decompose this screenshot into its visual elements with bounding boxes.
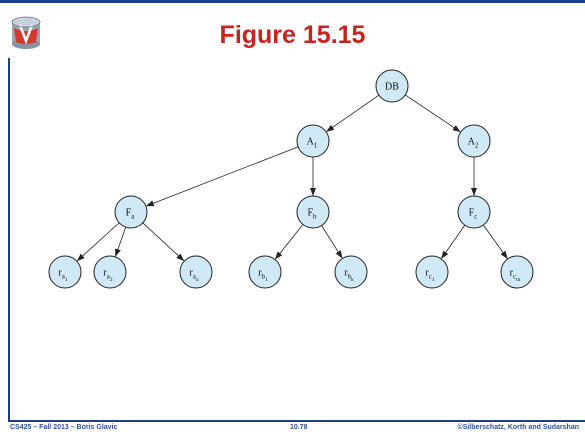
bottom-rule — [8, 420, 585, 422]
tree-node-Fa: Fa — [114, 195, 148, 229]
node-circle — [334, 255, 368, 289]
slide-title: Figure 15.15 — [219, 21, 366, 49]
node-label-subscript: b — [313, 213, 317, 221]
node-label-sub-subscript: m — [516, 277, 521, 283]
node-label-sub-subscript: 1 — [65, 277, 68, 283]
node-label: DB — [385, 82, 399, 93]
tree-node-ra2: ra2 — [93, 255, 127, 289]
edge-A1-to-Fa — [145, 146, 299, 207]
node-label-base: r — [103, 268, 107, 279]
tree-node-rcm: rcm — [500, 255, 534, 289]
node-label-sub-subscript: k — [351, 277, 354, 283]
left-rule — [8, 58, 10, 422]
node-label-subscript: a — [131, 213, 135, 221]
footer-page-number: 10.78 — [290, 424, 308, 431]
tree-node-A1: A1 — [296, 124, 330, 158]
edge-Fa-to-ran — [142, 222, 185, 262]
edge-Fb-to-rb1 — [274, 224, 304, 260]
node-label-subscript: c — [513, 273, 516, 281]
node-circle — [296, 195, 330, 229]
node-label-base: F — [469, 208, 475, 219]
node-label-base: DB — [385, 82, 399, 93]
node-label: rc1 — [425, 268, 434, 284]
node-label-subscript: 1 — [314, 142, 318, 150]
node-label-base: r — [425, 268, 429, 279]
node-label-subscript: a — [62, 273, 66, 281]
tree-node-rc1: rc1 — [415, 255, 449, 289]
tree-node-ra1: ra1 — [48, 255, 82, 289]
edge-Fc-to-rc1 — [441, 224, 466, 259]
node-circle — [500, 255, 534, 289]
node-label-base: r — [344, 268, 348, 279]
node-circle — [375, 69, 409, 103]
node-label-base: F — [307, 208, 313, 219]
node-label-base: r — [58, 268, 62, 279]
edge-Fc-to-rcm — [482, 224, 508, 259]
node-circle — [296, 124, 330, 158]
node-label-subscript: a — [193, 273, 197, 281]
edge-Fa-to-ra2 — [115, 226, 127, 257]
node-label: ran — [189, 268, 198, 284]
node-circle — [415, 255, 449, 289]
node-circle — [457, 195, 491, 229]
node-label: rb1 — [258, 268, 268, 284]
database-logo-icon — [11, 16, 41, 49]
tree-node-A2: A2 — [457, 124, 491, 158]
node-label-base: r — [510, 268, 514, 279]
node-label-subscript: 2 — [475, 142, 479, 150]
node-label-subscript: a — [107, 273, 111, 281]
node-label: rbk — [344, 268, 354, 284]
tree-node-DB: DB — [375, 69, 409, 103]
edge-DB-to-A1 — [326, 94, 380, 132]
node-circle — [179, 255, 213, 289]
node-label-base: A — [307, 137, 315, 148]
node-label-sub-subscript: 1 — [265, 277, 268, 283]
node-label: ra2 — [103, 268, 112, 284]
node-label-sub-subscript: n — [196, 277, 199, 283]
tree-node-rbk: rbk — [334, 255, 368, 289]
edge-Fb-to-rbk — [321, 225, 343, 259]
node-circle — [93, 255, 127, 289]
node-label-subscript: b — [262, 273, 266, 281]
node-label-subscript: c — [474, 213, 477, 221]
node-circle — [248, 255, 282, 289]
edge-DB-to-A2 — [405, 94, 461, 133]
edge-Fa-to-ra1 — [76, 222, 120, 262]
node-circle — [457, 124, 491, 158]
node-label-base: r — [189, 268, 193, 279]
footer-course: CS425 – Fall 2013 – Boris Glavic — [10, 424, 118, 431]
node-label: A2 — [468, 137, 479, 150]
node-label-base: A — [468, 137, 476, 148]
node-label: Fa — [126, 208, 136, 221]
node-label: A1 — [307, 137, 318, 150]
node-circle — [114, 195, 148, 229]
footer-copyright: ©Silberschatz, Korth and Sudarshan — [457, 424, 579, 431]
tree-node-ran: ran — [179, 255, 213, 289]
node-label-sub-subscript: 1 — [432, 277, 435, 283]
tree-node-Fc: Fc — [457, 195, 491, 229]
node-label: Fb — [307, 208, 317, 221]
top-rule — [0, 0, 585, 3]
node-label-sub-subscript: 2 — [110, 277, 113, 283]
node-circle — [48, 255, 82, 289]
node-label: rcm — [510, 268, 521, 284]
node-label: Fc — [469, 208, 478, 221]
node-label-base: r — [258, 268, 262, 279]
tree-node-Fb: Fb — [296, 195, 330, 229]
tree-node-rb1: rb1 — [248, 255, 282, 289]
node-label-subscript: b — [348, 273, 352, 281]
node-label-base: F — [126, 208, 132, 219]
node-label-subscript: c — [429, 273, 432, 281]
tree-edges — [76, 94, 508, 262]
node-label: ra1 — [58, 268, 67, 284]
